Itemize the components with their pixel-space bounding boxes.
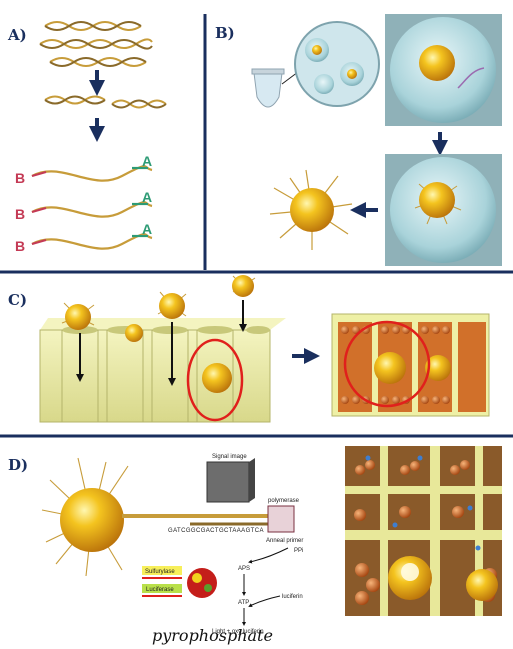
panel-c-label: C) [8, 291, 27, 309]
bead-icon [125, 324, 143, 342]
panel-a-label: A) [7, 26, 27, 44]
bead-icon [419, 182, 455, 218]
adapter-ligated-fragments [31, 165, 153, 250]
bead-icon [425, 355, 451, 381]
genomic-dna-strands [39, 21, 153, 67]
adapter-b-label: B [15, 170, 25, 186]
adapter-a-label: A [142, 221, 152, 237]
light-flash-icon [401, 563, 419, 581]
reaction-arrow [248, 595, 281, 607]
bead-icon [60, 488, 124, 552]
bead-icon [159, 293, 185, 319]
dna-template [457, 67, 485, 89]
wells [62, 326, 270, 334]
highlight-circle [186, 338, 244, 422]
light-label: Light + oxy luciferin [212, 629, 264, 635]
sequence-text: GATCGGCGACTGCTAAAGTCA [168, 528, 264, 534]
signal-image-icon [206, 461, 250, 503]
polymerase-icon [267, 505, 295, 533]
tube-cap [251, 68, 285, 75]
panel-d: GATCGGCGACTGCTAAAGTCA polymerase Anneal … [41, 446, 502, 645]
bead-icon [202, 363, 232, 393]
bead-icon [65, 304, 91, 330]
adapter-labels: B B B A A A [15, 153, 152, 254]
polymerase-label: polymerase [268, 498, 300, 504]
signal-image-label: Signal image [212, 454, 247, 460]
tube-icon [253, 72, 283, 108]
bead-icon [312, 45, 322, 55]
bead-icon [466, 569, 498, 601]
enzyme-dot [204, 584, 212, 592]
adapter-a-label: A [142, 153, 152, 169]
well-packing [458, 322, 486, 412]
ppi-label: PPi [294, 548, 303, 554]
atp-label: ATP [238, 600, 249, 606]
emulsion-view [294, 21, 380, 107]
handwritten-note: pyrophosphate [152, 626, 273, 645]
plate-grid [345, 446, 502, 616]
sulfurylase-label: Sulfurylase [145, 569, 175, 575]
panel-a [31, 21, 167, 250]
adapter-b-label: B [15, 206, 25, 222]
anneal-primer-label: Anneal primer [266, 538, 303, 544]
panel-b-label: B) [215, 24, 235, 42]
sulfurylase-tag [142, 566, 182, 575]
fragmented-dna [44, 95, 167, 109]
bead-icon [232, 275, 254, 297]
reaction-arrow [248, 547, 289, 564]
adapter-b-label: B [15, 238, 25, 254]
enzyme-bead-icon [187, 568, 217, 598]
enzyme-dot [192, 573, 202, 583]
highlight-circle [343, 320, 431, 408]
panel-b [251, 14, 502, 266]
droplet [314, 74, 334, 94]
luciferin-label: luciferin [282, 594, 303, 600]
panel-d-label: D) [8, 456, 28, 474]
well-walls [61, 330, 234, 422]
blue-dots [365, 455, 481, 551]
bead-icon [347, 69, 357, 79]
luciferase-label: Luciferase [146, 587, 174, 593]
bead-icon [419, 45, 455, 81]
bead-icon [374, 352, 406, 384]
panel-c [39, 275, 490, 423]
signal-image-side [249, 458, 255, 502]
bead-icon [290, 188, 334, 232]
aps-label: APS [238, 566, 250, 572]
luciferase-tag [142, 584, 182, 593]
adapter-a-label: A [142, 189, 152, 205]
